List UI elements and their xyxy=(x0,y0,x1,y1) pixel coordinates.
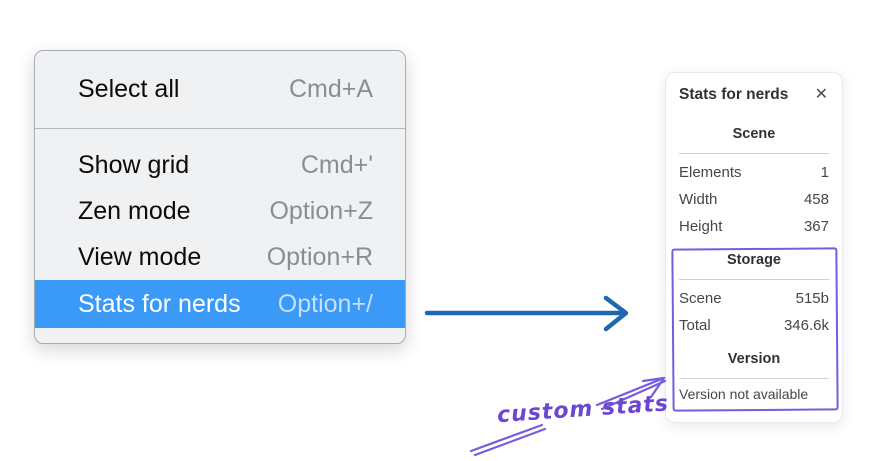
stat-row: Scene 515b xyxy=(679,285,829,312)
stat-row: Height 367 xyxy=(679,213,829,240)
menu-item-label: Show grid xyxy=(78,150,190,179)
annotation-label: custom stats xyxy=(496,391,670,429)
menu-group-top: Select all Cmd+A xyxy=(35,51,405,128)
section-heading-version: Version xyxy=(727,351,781,367)
menu-item-shortcut: Option+R xyxy=(266,242,373,271)
menu-separator xyxy=(35,128,405,129)
context-menu: Select all Cmd+A Show grid Cmd+' Zen mod… xyxy=(34,50,406,344)
menu-item-stats-for-nerds[interactable]: Stats for nerds Option+/ xyxy=(35,280,405,328)
menu-item-shortcut: Cmd+A xyxy=(288,74,373,103)
stat-row: Width 458 xyxy=(679,186,829,213)
stat-row: Elements 1 xyxy=(679,159,829,186)
stat-label: Width xyxy=(679,191,718,208)
stat-label: Scene xyxy=(679,290,722,307)
stats-panel: Stats for nerds ✕ Scene Elements 1 Width… xyxy=(665,72,843,423)
stat-label: Total xyxy=(679,317,711,334)
menu-item-label: Stats for nerds xyxy=(78,289,241,318)
section-divider xyxy=(679,153,829,154)
stat-value: 346.6k xyxy=(783,317,829,334)
stat-value: 515b xyxy=(795,290,829,307)
section-heading-scene: Scene xyxy=(732,126,776,142)
stat-value: 458 xyxy=(803,191,829,208)
section-divider xyxy=(679,279,829,280)
menu-item-label: Zen mode xyxy=(78,196,191,225)
arrow-to-panel-icon xyxy=(424,295,629,332)
panel-header: Stats for nerds ✕ xyxy=(679,85,829,105)
stat-value: 367 xyxy=(803,218,829,235)
section-divider xyxy=(679,378,829,379)
panel-title: Stats for nerds xyxy=(679,86,789,103)
stat-row: Total 346.6k xyxy=(679,312,829,339)
close-icon[interactable]: ✕ xyxy=(814,86,828,103)
menu-item-zen-mode[interactable]: Zen mode Option+Z xyxy=(35,188,405,234)
menu-item-shortcut: Cmd+' xyxy=(300,150,373,179)
menu-item-shortcut: Option+Z xyxy=(269,196,373,225)
menu-item-select-all[interactable]: Select all Cmd+A xyxy=(35,66,405,112)
annotation-arrow-icon xyxy=(469,376,667,457)
menu-item-view-mode[interactable]: View mode Option+R xyxy=(35,234,405,280)
menu-item-label: Select all xyxy=(78,74,180,103)
version-status-text: Version not available xyxy=(679,386,809,402)
menu-item-shortcut: Option+/ xyxy=(277,289,373,318)
stat-label: Elements xyxy=(679,164,742,181)
section-heading-storage: Storage xyxy=(727,252,781,268)
menu-item-label: View mode xyxy=(78,242,202,271)
stat-value: 1 xyxy=(820,164,829,181)
custom-stats-section: Storage Scene 515b Total 346.6k Version … xyxy=(671,247,839,412)
menu-group-bottom: Show grid Cmd+' Zen mode Option+Z View m… xyxy=(35,129,405,343)
menu-item-show-grid[interactable]: Show grid Cmd+' xyxy=(35,142,405,188)
stat-label: Height xyxy=(679,218,723,235)
